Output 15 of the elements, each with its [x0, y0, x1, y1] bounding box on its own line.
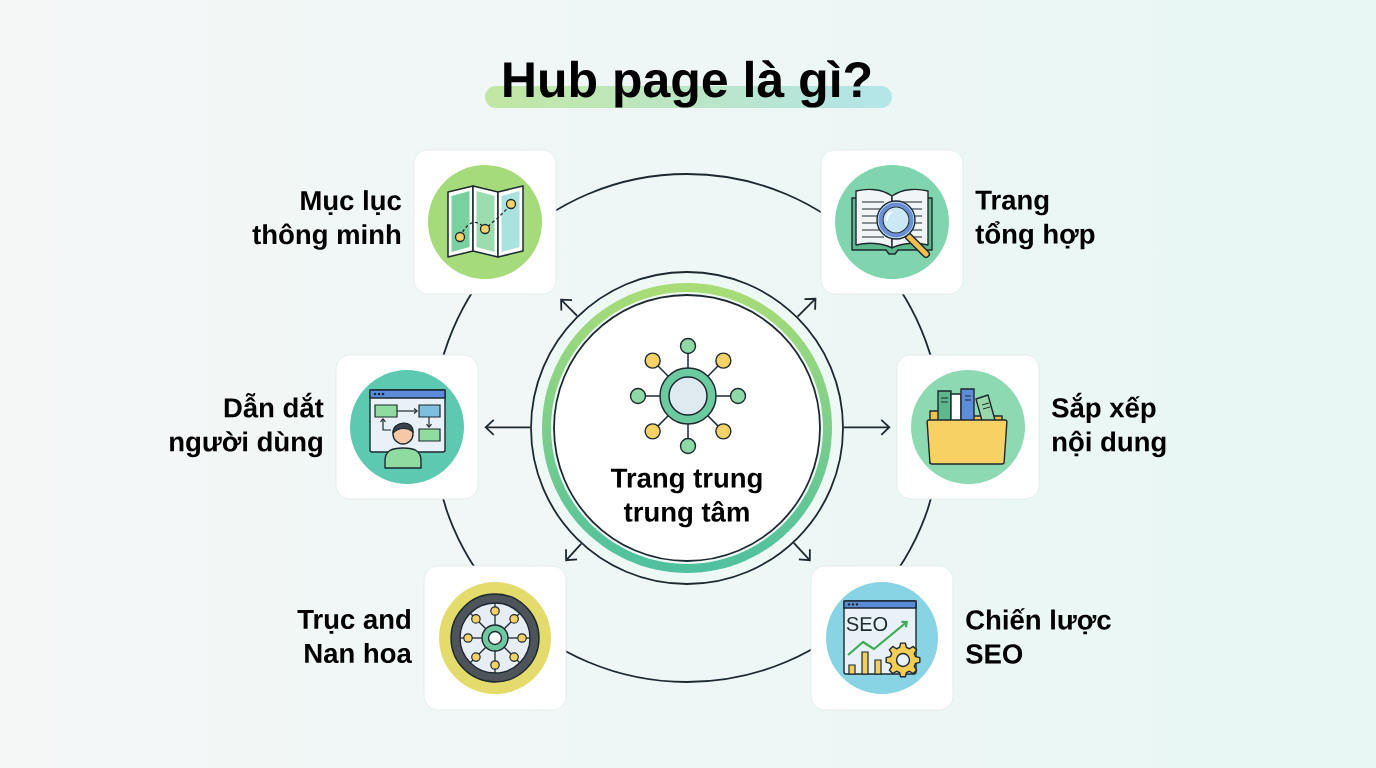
icon-text: SEO [846, 616, 888, 632]
card-label: Mục lục thông minh [252, 190, 401, 250]
arrow [484, 418, 531, 436]
arrow [565, 542, 583, 562]
arrow [796, 297, 817, 318]
card-label: Trang tổng hợp [975, 190, 1095, 250]
card-label: Trục and Nan hoa [297, 608, 412, 664]
card-label: Sắp xếp nội dung [1052, 392, 1166, 458]
hub-label: Trang trung trung tâm [610, 468, 762, 528]
card-label: Chiến lược SEO [966, 608, 1111, 664]
arrow [792, 542, 811, 562]
title: Hub page là gì? [485, 60, 892, 108]
card-label: Dẫn dắt người dùng [170, 392, 324, 458]
arrow [843, 418, 891, 436]
arrow [560, 298, 579, 317]
